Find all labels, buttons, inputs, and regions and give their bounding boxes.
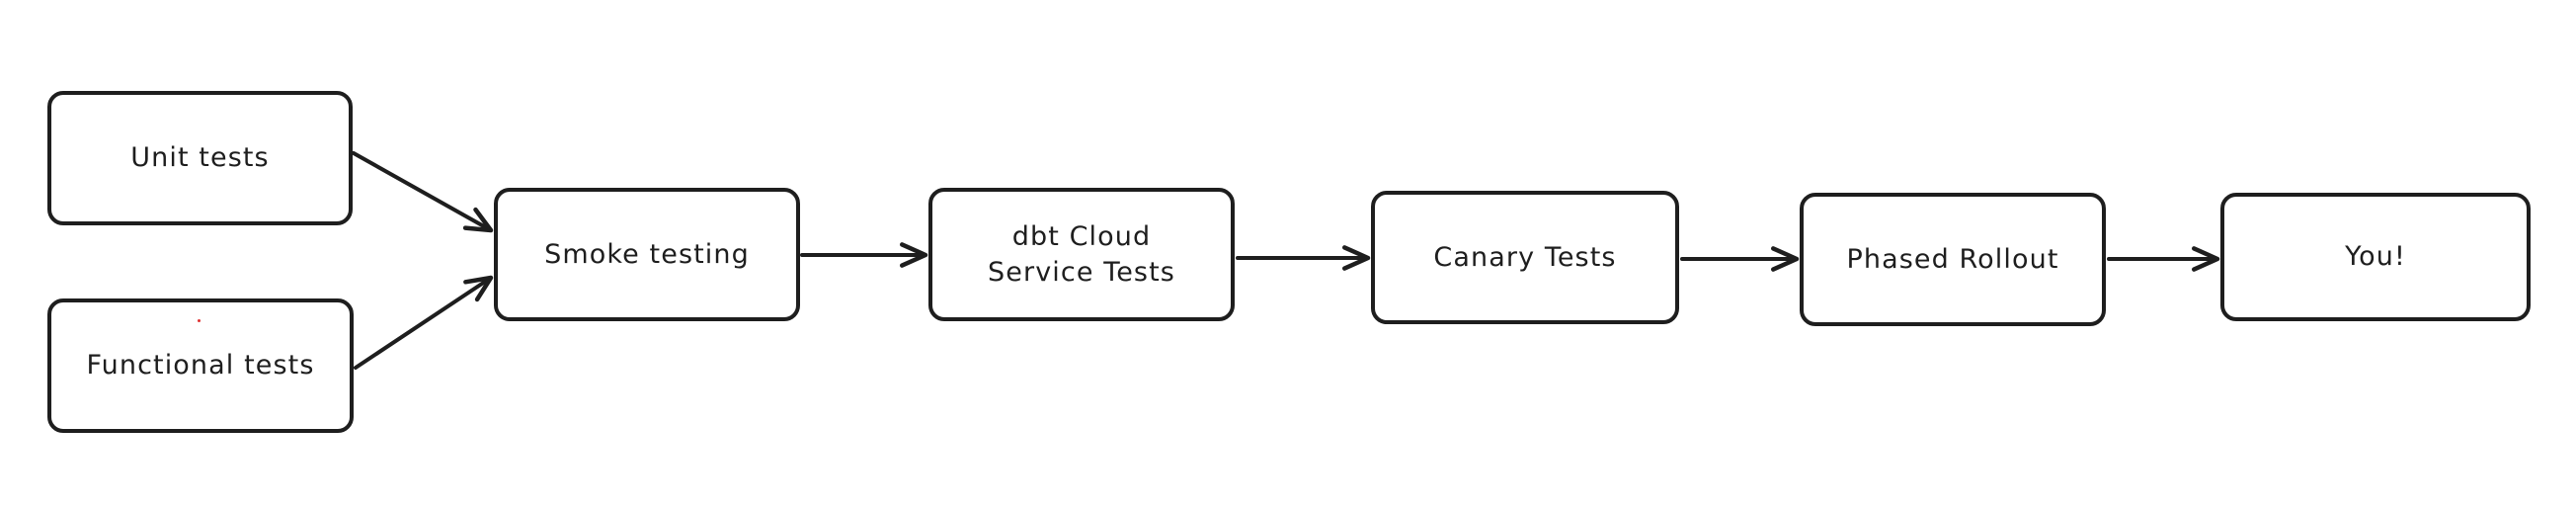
edge-canary-tests-to-phased-rollout: [1680, 246, 1800, 272]
edge-phased-rollout-to-you: [2107, 246, 2220, 272]
node-canary-tests[interactable]: Canary Tests: [1371, 191, 1679, 324]
edge-functional-tests-to-smoke-testing: [354, 275, 494, 370]
edge-unit-tests-to-smoke-testing: [352, 151, 494, 233]
node-label-smoke-testing: Smoke testing: [544, 238, 750, 270]
artifact-red-dot: [198, 319, 201, 322]
node-label-functional-tests: Functional tests: [86, 350, 315, 382]
arrowhead-icon: [1342, 245, 1371, 271]
node-you[interactable]: You!: [2220, 193, 2531, 321]
node-label-phased-rollout: Phased Rollout: [1846, 243, 2059, 275]
node-dbt-cloud-service-tests[interactable]: dbt Cloud Service Tests: [928, 188, 1235, 321]
node-functional-tests[interactable]: Functional tests: [47, 298, 354, 433]
node-phased-rollout[interactable]: Phased Rollout: [1800, 193, 2106, 326]
node-label-canary-tests: Canary Tests: [1433, 241, 1617, 273]
edge-line: [352, 151, 493, 232]
node-label-unit-tests: Unit tests: [130, 142, 270, 174]
arrowhead-icon: [1771, 246, 1800, 272]
node-smoke-testing[interactable]: Smoke testing: [494, 188, 800, 321]
edge-smoke-testing-to-dbt-cloud: [800, 242, 928, 268]
edge-line: [354, 276, 493, 370]
edge-dbt-cloud-to-canary-tests: [1236, 245, 1371, 271]
node-label-you: You!: [2345, 241, 2406, 273]
arrowhead-icon: [463, 275, 494, 302]
node-label-dbt-cloud-service-tests: dbt Cloud Service Tests: [988, 220, 1175, 288]
arrowhead-icon: [2192, 246, 2220, 272]
arrowhead-icon: [462, 207, 494, 233]
arrowhead-icon: [900, 242, 928, 268]
node-unit-tests[interactable]: Unit tests: [47, 91, 353, 225]
